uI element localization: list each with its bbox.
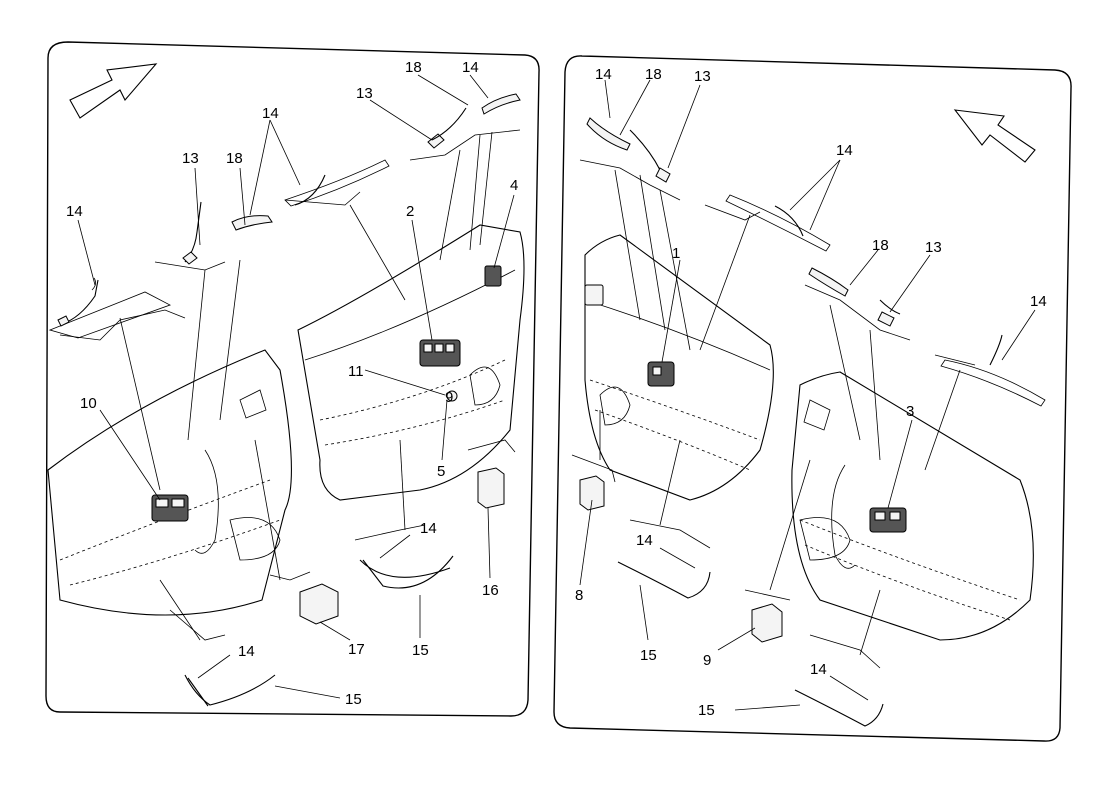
callout-label: 3 xyxy=(906,403,914,420)
callout-label: 18 xyxy=(872,237,889,254)
callout-label: 13 xyxy=(356,85,373,102)
callout-label: 15 xyxy=(345,691,362,708)
callout-label: 8 xyxy=(575,587,583,604)
callout-label: 14 xyxy=(810,661,827,678)
callout-label: 18 xyxy=(645,66,662,83)
callout-label: 14 xyxy=(420,520,437,537)
callout-label: 16 xyxy=(482,582,499,599)
left-panel xyxy=(45,41,540,717)
callout-label: 14 xyxy=(836,142,853,159)
direction-arrow-icon xyxy=(69,63,158,119)
callout-label: 2 xyxy=(406,203,414,220)
callout-label: 14 xyxy=(636,532,653,549)
callout-label: 5 xyxy=(437,463,445,480)
callout-label: 10 xyxy=(80,395,97,412)
callout-label: 15 xyxy=(698,702,715,719)
module-17 xyxy=(299,583,339,625)
callout-label: 15 xyxy=(640,647,657,664)
callout-label: 17 xyxy=(348,641,365,658)
callout-label: 14 xyxy=(462,59,479,76)
left-callouts: 14 13 18 14 13 18 14 2 4 10 11 9 5 14 15… xyxy=(66,59,518,708)
right-panel xyxy=(553,55,1072,742)
callout-label: 18 xyxy=(226,150,243,167)
right-callouts: 14 18 13 14 1 18 13 14 3 8 14 15 9 14 15 xyxy=(575,66,1047,719)
callout-label: 18 xyxy=(405,59,422,76)
callout-label: 11 xyxy=(348,363,364,380)
callout-label: 13 xyxy=(694,68,711,85)
module-16 xyxy=(477,467,505,509)
module-9 xyxy=(751,603,783,643)
callout-label: 14 xyxy=(66,203,83,220)
callout-label: 14 xyxy=(238,643,255,660)
callout-label: 13 xyxy=(182,150,199,167)
callout-label: 15 xyxy=(412,642,429,659)
direction-arrow-icon xyxy=(953,109,1036,163)
callout-label: 14 xyxy=(1030,293,1047,310)
module-8 xyxy=(579,475,605,511)
callout-label: 13 xyxy=(925,239,942,256)
callout-label: 9 xyxy=(703,652,711,669)
callout-label: 4 xyxy=(510,177,518,194)
callout-label: 1 xyxy=(672,245,680,262)
callout-label: 14 xyxy=(595,66,612,83)
callout-label: 14 xyxy=(262,105,279,122)
callout-label: 9 xyxy=(445,389,453,406)
